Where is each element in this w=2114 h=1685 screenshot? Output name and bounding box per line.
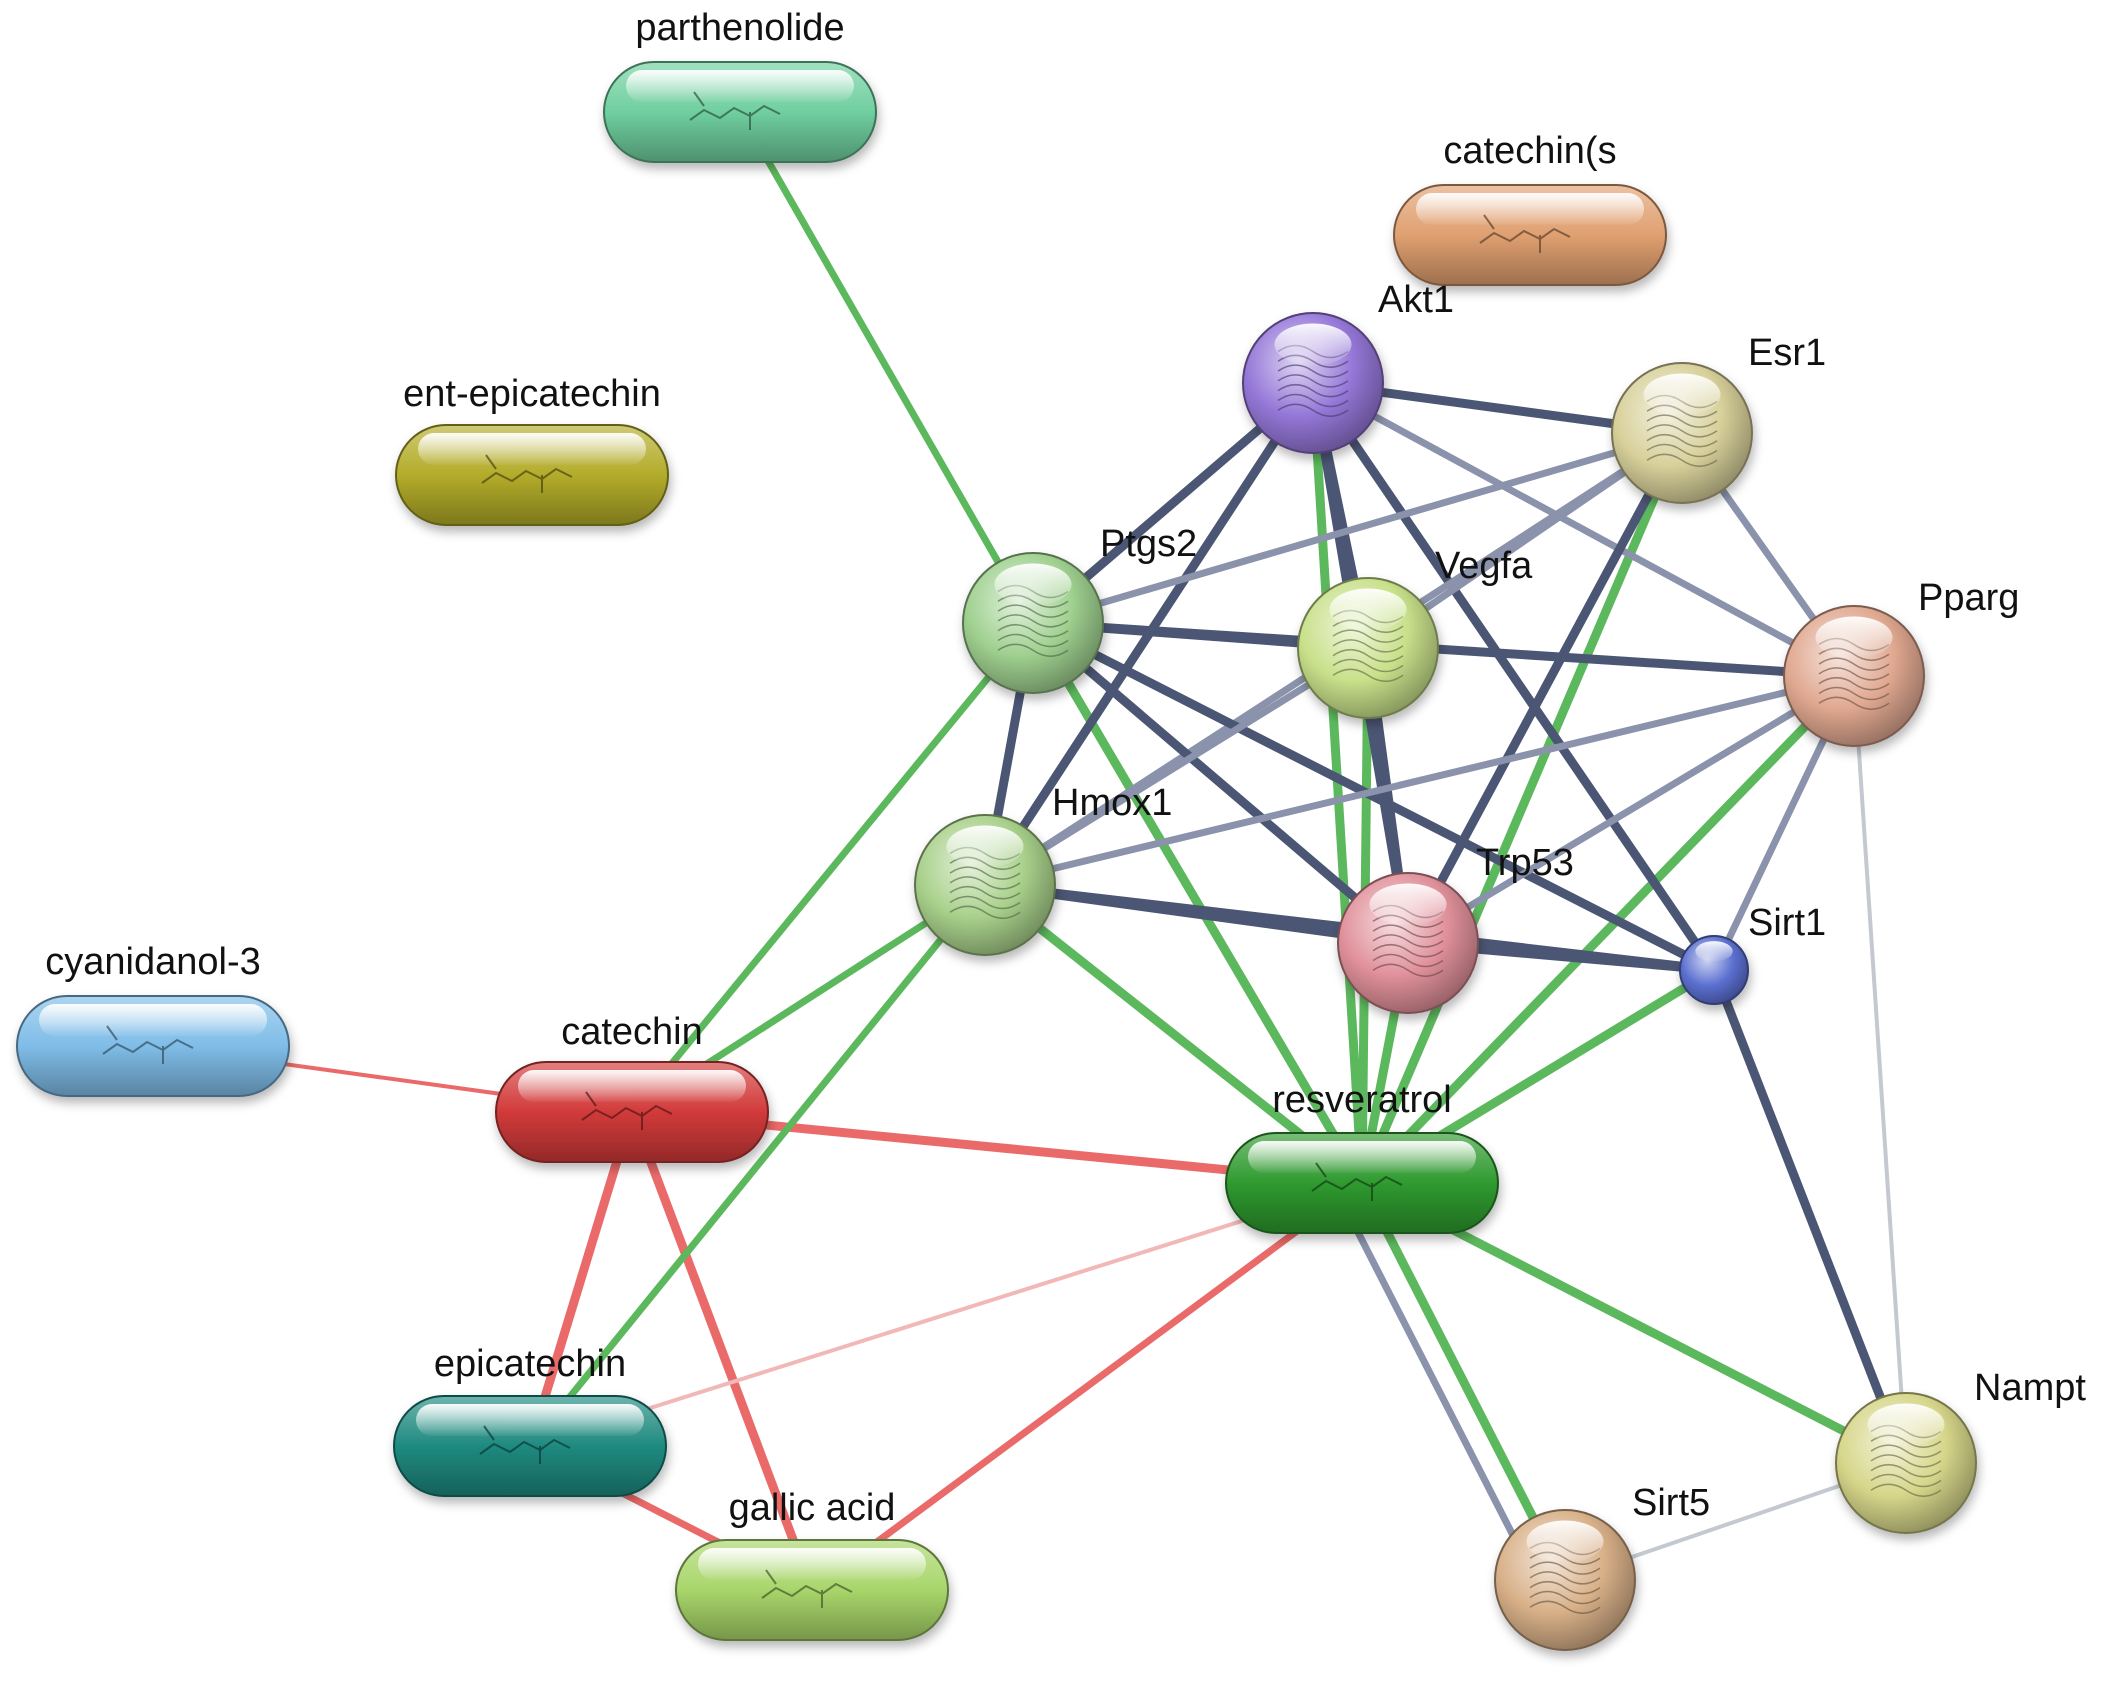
molecule-structure-icon	[102, 1025, 194, 1064]
node-label-Sirt1: Sirt1	[1748, 902, 1826, 944]
node-Sirt1[interactable]: Sirt1	[1679, 902, 1826, 1005]
node-label-Hmox1: Hmox1	[1052, 782, 1172, 824]
node-label-epicatechin: epicatechin	[434, 1343, 626, 1385]
edge-resveratrol-Ptgs2	[1028, 618, 1367, 1188]
edge-resveratrol-Pparg	[1357, 671, 1859, 1188]
edge-epicatechin-resveratrol	[528, 1181, 1364, 1448]
node-label-Akt1: Akt1	[1378, 279, 1454, 321]
edge-Akt1-Sirt1	[1308, 378, 1719, 975]
molecule-structure-icon	[481, 454, 573, 493]
node-Trp53[interactable]: Trp53	[1337, 842, 1574, 1014]
node-Esr1[interactable]: Esr1	[1611, 332, 1826, 504]
edge-Pparg-Nampt	[1852, 674, 1908, 1465]
edge-Esr1-Trp53	[1403, 428, 1687, 948]
edge-Ptgs2-Pparg	[1028, 618, 1859, 681]
node-Pparg[interactable]: Pparg	[1783, 577, 2019, 747]
edge-resveratrol-Sirt5	[1335, 1191, 1546, 1596]
node-gallic_acid[interactable]: gallic acid	[675, 1487, 949, 1641]
molecule-structure-icon	[479, 1425, 571, 1464]
nodes-layer: parthenolide catechin(s ent-epicatechin cya…	[16, 7, 2086, 1651]
node-Vegfa[interactable]: Vegfa	[1297, 545, 1533, 719]
node-label-resveratrol: resveratrol	[1272, 1079, 1452, 1121]
node-label-Nampt: Nampt	[1974, 1367, 2086, 1409]
edge-catechin-epicatechin	[525, 1107, 637, 1451]
molecule-structure-icon	[761, 1569, 853, 1608]
molecule-structure-icon	[689, 91, 781, 130]
edge-epicatechin-Hmox1	[526, 881, 989, 1450]
node-label-Sirt5: Sirt5	[1632, 1482, 1710, 1524]
node-label-Ptgs2: Ptgs2	[1100, 523, 1197, 565]
edge-catechin-Ptgs2	[628, 619, 1037, 1116]
node-label-catechin: catechin	[561, 1011, 703, 1053]
molecule-structure-icon	[581, 1091, 673, 1130]
edge-Akt1-Pparg	[1309, 379, 1858, 680]
edge-Pparg-Trp53	[1404, 672, 1858, 947]
edge-Pparg-Hmox1	[981, 672, 1858, 889]
node-label-Vegfa: Vegfa	[1435, 545, 1533, 587]
edge-resveratrol-Sirt5	[1357, 1178, 1570, 1585]
edge-Sirt1-Nampt	[1709, 965, 1911, 1468]
node-Akt1[interactable]: Akt1	[1242, 279, 1454, 454]
node-cyanidanol3[interactable]: cyanidanol-3	[16, 941, 290, 1097]
edge-gallic_acid-resveratrol	[808, 1179, 1366, 1594]
node-label-ent_epicatechin: ent-epicatechin	[403, 373, 661, 415]
node-ent_epicatechin[interactable]: ent-epicatechin	[395, 373, 669, 526]
node-label-cyanidanol3: cyanidanol-3	[45, 941, 260, 983]
node-label-Trp53: Trp53	[1476, 842, 1574, 884]
node-catechin[interactable]: catechin	[495, 1011, 769, 1163]
edge-catechin-gallic_acid	[627, 1107, 817, 1595]
molecule-structure-icon	[1479, 214, 1571, 253]
node-label-Pparg: Pparg	[1918, 577, 2019, 619]
edge-parthenolide-Ptgs2	[736, 108, 1037, 627]
edge-Ptgs2-Sirt1	[1028, 618, 1719, 975]
molecule-structure-icon	[1311, 1162, 1403, 1201]
node-epicatechin[interactable]: epicatechin	[393, 1343, 667, 1497]
node-Nampt[interactable]: Nampt	[1835, 1367, 2086, 1534]
edge-resveratrol-Esr1	[1357, 428, 1687, 1188]
node-parthenolide[interactable]: parthenolide	[603, 7, 877, 163]
node-Hmox1[interactable]: Hmox1	[914, 782, 1172, 956]
edge-Ptgs2-Trp53	[1028, 618, 1413, 948]
node-Ptgs2[interactable]: Ptgs2	[962, 523, 1197, 694]
node-resveratrol[interactable]: resveratrol	[1225, 1079, 1499, 1234]
node-label-catechin_s: catechin(s	[1443, 130, 1616, 172]
node-catechin_s[interactable]: catechin(s	[1393, 130, 1667, 286]
node-Sirt5[interactable]: Sirt5	[1494, 1482, 1710, 1651]
node-label-Esr1: Esr1	[1748, 332, 1826, 374]
node-label-gallic_acid: gallic acid	[729, 1487, 896, 1529]
node-label-parthenolide: parthenolide	[635, 7, 844, 49]
edge-Vegfa-Hmox1	[981, 644, 1372, 889]
edge-Esr1-Ptgs2	[1029, 429, 1686, 627]
